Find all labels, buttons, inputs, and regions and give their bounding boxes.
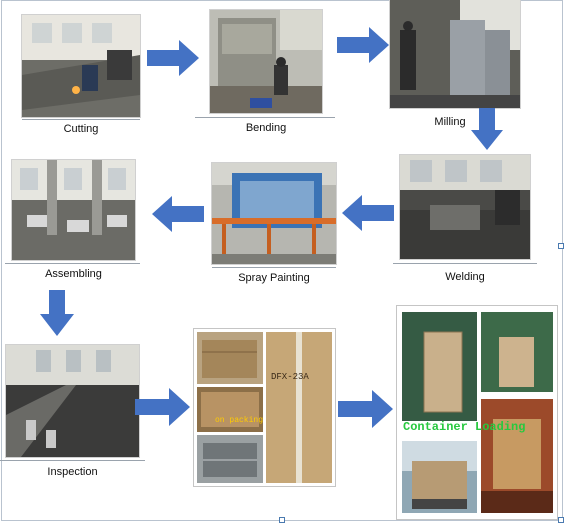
arrow-right-icon <box>135 388 190 426</box>
packing-photo-3 <box>197 435 263 483</box>
arrow-right-icon <box>338 390 393 428</box>
container-photo-1 <box>402 312 477 421</box>
assembling-label: Assembling <box>45 268 102 280</box>
container-photo-3 <box>402 441 477 513</box>
milling-photo-art <box>390 0 520 108</box>
arrow-down-icon <box>471 108 503 150</box>
container-photo-2 <box>481 312 553 392</box>
assembling-photo <box>12 160 135 260</box>
container-photo-4 <box>481 399 553 513</box>
inspection-photo-art <box>6 345 139 457</box>
bending-label: Bending <box>245 122 287 134</box>
packing-collage: on packing DFX-23A <box>193 328 336 487</box>
inspection-label: Inspection <box>47 466 98 478</box>
resize-handle[interactable] <box>558 517 564 523</box>
arrow-down-icon <box>40 290 74 336</box>
container-loading-label: Container Loading <box>403 420 526 434</box>
inspection-photo <box>6 345 139 457</box>
resize-handle[interactable] <box>558 243 564 249</box>
bending-photo <box>210 10 322 113</box>
cutting-label: Cutting <box>63 123 99 135</box>
milling-photo <box>390 0 520 108</box>
resize-handle[interactable] <box>279 517 285 523</box>
bending-photo-art <box>210 10 322 113</box>
cutting-photo-art <box>22 15 140 117</box>
welding-photo-art <box>400 155 530 259</box>
packing-label: on packing <box>215 416 263 425</box>
spray-painting-photo-art <box>212 163 336 264</box>
spray-painting-label: Spray Painting <box>238 272 310 284</box>
arrow-left-icon <box>342 195 394 231</box>
milling-label: Milling <box>434 116 466 128</box>
carton-photo: DFX-23A <box>266 332 332 483</box>
packing-photo-2: on packing <box>197 387 263 432</box>
container-loading-collage: Container Loading <box>396 305 558 520</box>
arrow-right-icon <box>337 27 389 63</box>
assembling-photo-art <box>12 160 135 260</box>
welding-label: Welding <box>445 271 485 283</box>
carton-text: DFX-23A <box>271 372 309 382</box>
arrow-right-icon <box>147 40 199 76</box>
packing-photo-1 <box>197 332 263 384</box>
arrow-left-icon <box>152 196 204 232</box>
spray-painting-photo <box>212 163 336 264</box>
cutting-photo <box>22 15 140 117</box>
welding-photo <box>400 155 530 259</box>
